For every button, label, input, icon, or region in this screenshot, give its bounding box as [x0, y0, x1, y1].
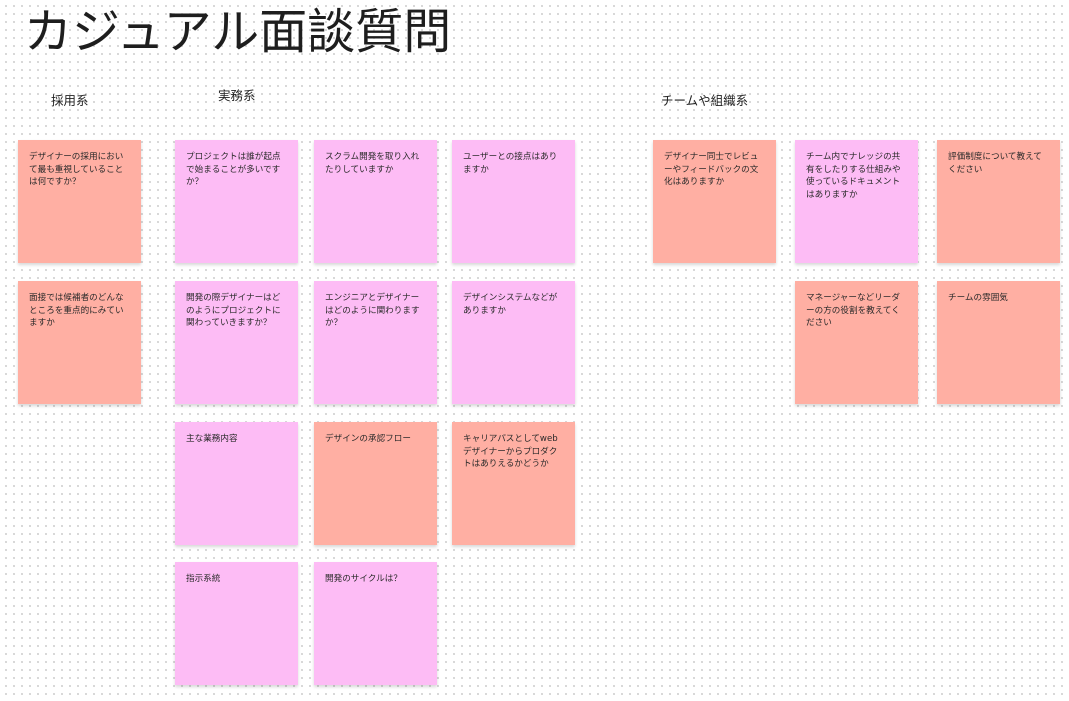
sticky-note-text: 開発のサイクルは？ [325, 574, 402, 584]
sticky-note-practice-8[interactable]: デザインの承認フロー [314, 422, 437, 545]
sticky-note-practice-5[interactable]: エンジニアとデザイナーはどのように関わりますか？ [314, 281, 437, 404]
sticky-note-practice-9[interactable]: キャリアパスとしてwebデザイナーからプロダクトはありえるかどうか [452, 422, 575, 545]
sticky-note-team-3[interactable]: 評価制度について教えてください [937, 140, 1060, 263]
sticky-note-text: デザイナーの採用において最も重視していることは何ですか？ [29, 152, 124, 187]
sticky-note-text: チーム内でナレッジの共有をしたりする仕組みや使っているドキュメントはありますか [806, 152, 901, 200]
sticky-note-practice-3[interactable]: ユーザーとの接点はありますか [452, 140, 575, 263]
sticky-note-text: 指示系統 [186, 574, 221, 584]
sticky-note-recruitment-2[interactable]: 面接では候補者のどんなところを重点的にみていますか [18, 281, 141, 404]
section-label-practice: 実務系 [218, 88, 256, 103]
sticky-note-practice-10[interactable]: 指示系統 [175, 562, 298, 685]
sticky-note-text: デザインの承認フロー [325, 434, 411, 444]
sticky-note-text: デザインシステムなどがありますか [463, 293, 558, 316]
sticky-note-text: デザイナー同士でレビューやフィードバックの文化はありますか [664, 152, 759, 187]
sticky-note-team-4[interactable]: マネージャーなどリーダーの方の役割を教えてください [795, 281, 918, 404]
sticky-note-team-5[interactable]: チームの雰囲気 [937, 281, 1060, 404]
sticky-note-text: プロジェクトは誰が起点で始まることが多いですか？ [186, 152, 281, 187]
sticky-note-practice-4[interactable]: 開発の際デザイナーはどのようにプロジェクトに関わっていきますか？ [175, 281, 298, 404]
board-title: カジュアル面談質問 [24, 4, 452, 60]
section-label-team: チームや組織系 [661, 93, 749, 108]
sticky-note-text: 面接では候補者のどんなところを重点的にみていますか [29, 293, 124, 328]
sticky-note-text: 主な業務内容 [186, 434, 238, 444]
sticky-note-team-1[interactable]: デザイナー同士でレビューやフィードバックの文化はありますか [653, 140, 776, 263]
sticky-note-text: エンジニアとデザイナーはどのように関わりますか？ [325, 293, 420, 328]
sticky-note-text: 評価制度について教えてください [948, 152, 1042, 175]
sticky-note-text: ユーザーとの接点はありますか [463, 152, 558, 175]
sticky-note-recruitment-1[interactable]: デザイナーの採用において最も重視していることは何ですか？ [18, 140, 141, 263]
sticky-note-practice-2[interactable]: スクラム開発を取り入れたりしていますか [314, 140, 437, 263]
sticky-note-text: スクラム開発を取り入れたりしていますか [325, 152, 420, 175]
section-label-recruitment: 採用系 [51, 93, 89, 108]
sticky-note-text: 開発の際デザイナーはどのようにプロジェクトに関わっていきますか？ [186, 293, 281, 328]
sticky-note-practice-1[interactable]: プロジェクトは誰が起点で始まることが多いですか？ [175, 140, 298, 263]
sticky-note-text: キャリアパスとしてwebデザイナーからプロダクトはありえるかどうか [463, 434, 558, 469]
sticky-note-practice-11[interactable]: 開発のサイクルは？ [314, 562, 437, 685]
sticky-note-team-2[interactable]: チーム内でナレッジの共有をしたりする仕組みや使っているドキュメントはありますか [795, 140, 918, 263]
sticky-note-practice-6[interactable]: デザインシステムなどがありますか [452, 281, 575, 404]
sticky-note-practice-7[interactable]: 主な業務内容 [175, 422, 298, 545]
sticky-note-text: マネージャーなどリーダーの方の役割を教えてください [806, 293, 900, 328]
sticky-note-text: チームの雰囲気 [948, 293, 1008, 303]
